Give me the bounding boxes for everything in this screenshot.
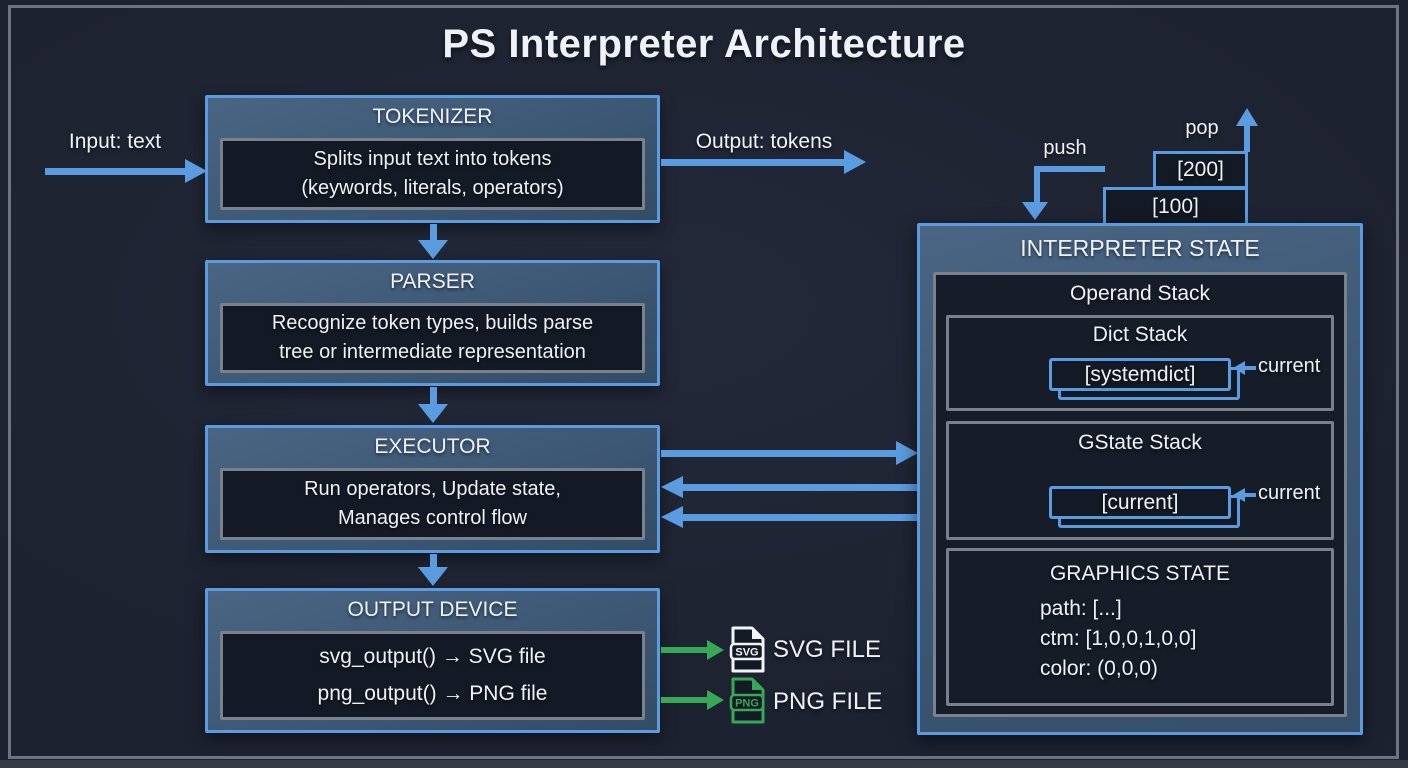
tokenizer-line: Splits input text into tokens xyxy=(313,148,552,170)
pop-label: pop xyxy=(1185,117,1219,139)
tokenizer-box: TOKENIZER Splits input text into tokens … xyxy=(205,95,660,223)
stack-value-100-text: [100] xyxy=(1152,194,1199,218)
output-device-line: svg_output() → SVG file xyxy=(319,645,546,669)
dict-stack-item: [systemdict] xyxy=(1049,358,1231,391)
push-label: push xyxy=(1043,137,1087,159)
graphics-state-line: color: (0,0,0) xyxy=(1040,657,1158,680)
gstate-stack-box: GState Stack [current] xyxy=(946,421,1334,540)
png-file-icon: PNG xyxy=(729,677,765,724)
interpreter-state-box: INTERPRETER STATE Operand Stack Dict Sta… xyxy=(917,223,1363,735)
stack-value-200: [200] xyxy=(1153,151,1248,189)
graphics-state-line: ctm: [1,0,0,1,0,0] xyxy=(1040,627,1197,650)
svg-file-icon: SVG xyxy=(729,626,765,673)
parser-line: Recognize token types, builds parse xyxy=(271,312,594,334)
dict-stack-box: Dict Stack [systemdict] xyxy=(946,315,1334,411)
graphics-state-line: path: [...] xyxy=(1040,597,1122,620)
png-badge-text: PNG xyxy=(735,698,759,710)
dict-stack-item-text: [systemdict] xyxy=(1084,362,1196,386)
operand-stack-box: Operand Stack Dict Stack [systemdict] GS… xyxy=(933,272,1347,717)
output-device-line: png_output() → PNG file xyxy=(317,681,548,705)
frame-border xyxy=(8,5,1399,759)
parser-title: PARSER xyxy=(390,270,475,293)
output-device-box: OUTPUT DEVICE svg_output() → SVG file pn… xyxy=(205,588,660,733)
input-label: Input: text xyxy=(68,130,162,153)
tokenizer-title: TOKENIZER xyxy=(372,105,493,128)
output-device-title: OUTPUT DEVICE xyxy=(347,598,518,621)
parser-description: Recognize token types, builds parse tree… xyxy=(220,303,645,373)
executor-title: EXECUTOR xyxy=(374,435,491,458)
gstate-stack-item: [current] xyxy=(1049,486,1231,519)
dict-stack-title: Dict Stack xyxy=(1092,323,1188,346)
executor-line: Run operators, Update state, xyxy=(304,478,561,500)
executor-line: Manages control flow xyxy=(338,507,527,529)
dict-current-label: current xyxy=(1258,355,1321,377)
graphics-state-box: GRAPHICS STATE path: [...] ctm: [1,0,0,1… xyxy=(946,548,1334,706)
output-label: Output: tokens xyxy=(695,130,833,153)
png-file-label: PNG FILE xyxy=(773,688,883,715)
parser-line: tree or intermediate representation xyxy=(279,341,586,363)
svg-badge-text: SVG xyxy=(735,647,758,659)
tokenizer-description: Splits input text into tokens (keywords,… xyxy=(220,138,645,210)
executor-description: Run operators, Update state, Manages con… xyxy=(220,468,645,540)
gstate-stack-item-text: [current] xyxy=(1101,490,1179,514)
tokenizer-line: (keywords, literals, operators) xyxy=(301,177,564,199)
graphics-state-lines: path: [...] ctm: [1,0,0,1,0,0] color: (0… xyxy=(949,594,1331,684)
svg-file-label: SVG FILE xyxy=(773,636,882,663)
page-title: PS Interpreter Architecture xyxy=(442,22,966,66)
stack-value-200-text: [200] xyxy=(1177,158,1224,181)
output-device-description: svg_output() → SVG file png_output() → P… xyxy=(220,631,645,720)
bottom-strip xyxy=(0,760,1408,768)
executor-box: EXECUTOR Run operators, Update state, Ma… xyxy=(205,425,660,553)
parser-box: PARSER Recognize token types, builds par… xyxy=(205,260,660,386)
gstate-current-label: current xyxy=(1258,482,1321,504)
graphics-state-title: GRAPHICS STATE xyxy=(1049,562,1231,585)
gstate-stack-title: GState Stack xyxy=(1078,431,1202,454)
interpreter-state-title: INTERPRETER STATE xyxy=(1020,235,1260,261)
operand-stack-title: Operand Stack xyxy=(1069,282,1211,305)
stack-value-100: [100] xyxy=(1103,187,1248,226)
